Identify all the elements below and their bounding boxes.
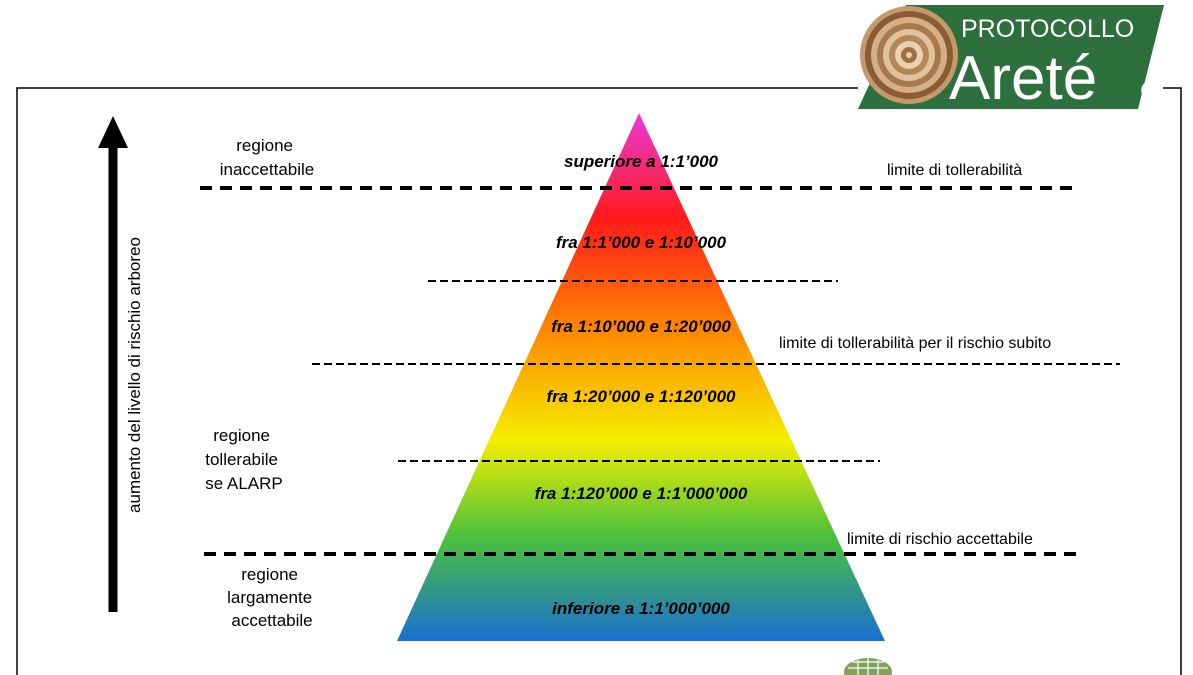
region-label-broadly-acceptable: regione largamente accettabile: [227, 565, 317, 630]
registered-mark-icon: ®: [1146, 84, 1155, 98]
logo-line2: Areté: [949, 44, 1097, 111]
risk-pyramid: [397, 113, 885, 641]
limit-label: limite di rischio accettabile: [847, 531, 1033, 548]
limit-label: limite di tollerabilità per il rischio s…: [779, 335, 1051, 352]
band-label: inferiore a 1:1’000’000: [552, 599, 730, 618]
tree-decoration: [844, 658, 892, 675]
limit-label: limite di tollerabilità: [887, 162, 1022, 179]
band-label: fra 1:120’000 e 1:1’000’000: [535, 484, 748, 503]
logo-line1: PROTOCOLLO: [961, 15, 1134, 43]
region-label-tolerable: regione tollerabile se ALARP: [205, 426, 283, 493]
protocollo-arete-logo: PROTOCOLLO Areté ®: [858, 5, 1164, 111]
band-label: fra 1:10’000 e 1:20’000: [551, 317, 731, 336]
risk-arrow-head: [98, 116, 128, 148]
band-label: superiore a 1:1’000: [564, 152, 719, 171]
slide-frame: [16, 87, 1182, 675]
axis-label: aumento del livello di rischio arboreo: [125, 237, 144, 513]
band-label: fra 1:1’000 e 1:10’000: [556, 233, 727, 252]
band-label: fra 1:20’000 e 1:120’000: [546, 387, 736, 406]
tree-ring-icon: [860, 6, 958, 104]
region-label-unacceptable: regione inaccettabile: [220, 136, 315, 179]
